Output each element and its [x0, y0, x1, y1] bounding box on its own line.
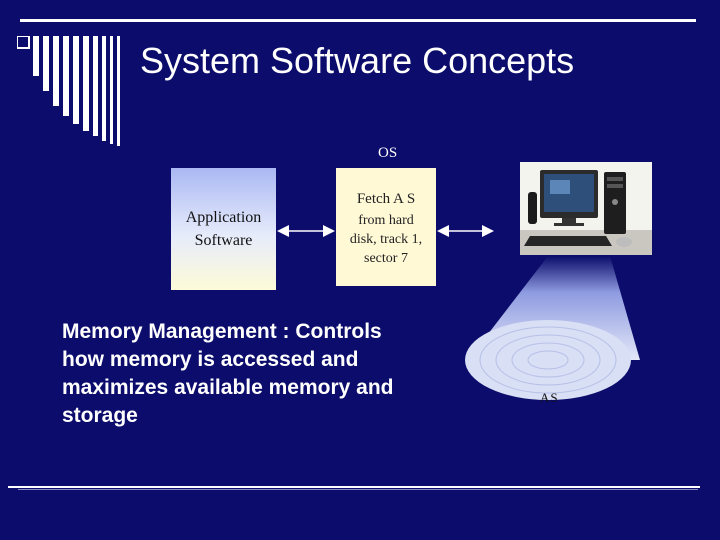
os-label: OS — [378, 145, 397, 162]
fetch-box: Fetch A S from hard disk, track 1, secto… — [336, 168, 436, 286]
application-software-box: Application Software — [171, 168, 276, 290]
bottom-divider-thin — [18, 489, 698, 490]
fetch-detail: from hard disk, track 1, sector 7 — [350, 211, 422, 268]
disk-platter-icon — [465, 320, 631, 400]
computer-image — [520, 162, 652, 255]
fetch-title: Fetch A S — [357, 191, 415, 208]
disk-label: AS — [540, 390, 559, 406]
bottom-divider — [8, 486, 700, 488]
memory-management-text: Memory Management : Controls how memory … — [62, 318, 462, 430]
